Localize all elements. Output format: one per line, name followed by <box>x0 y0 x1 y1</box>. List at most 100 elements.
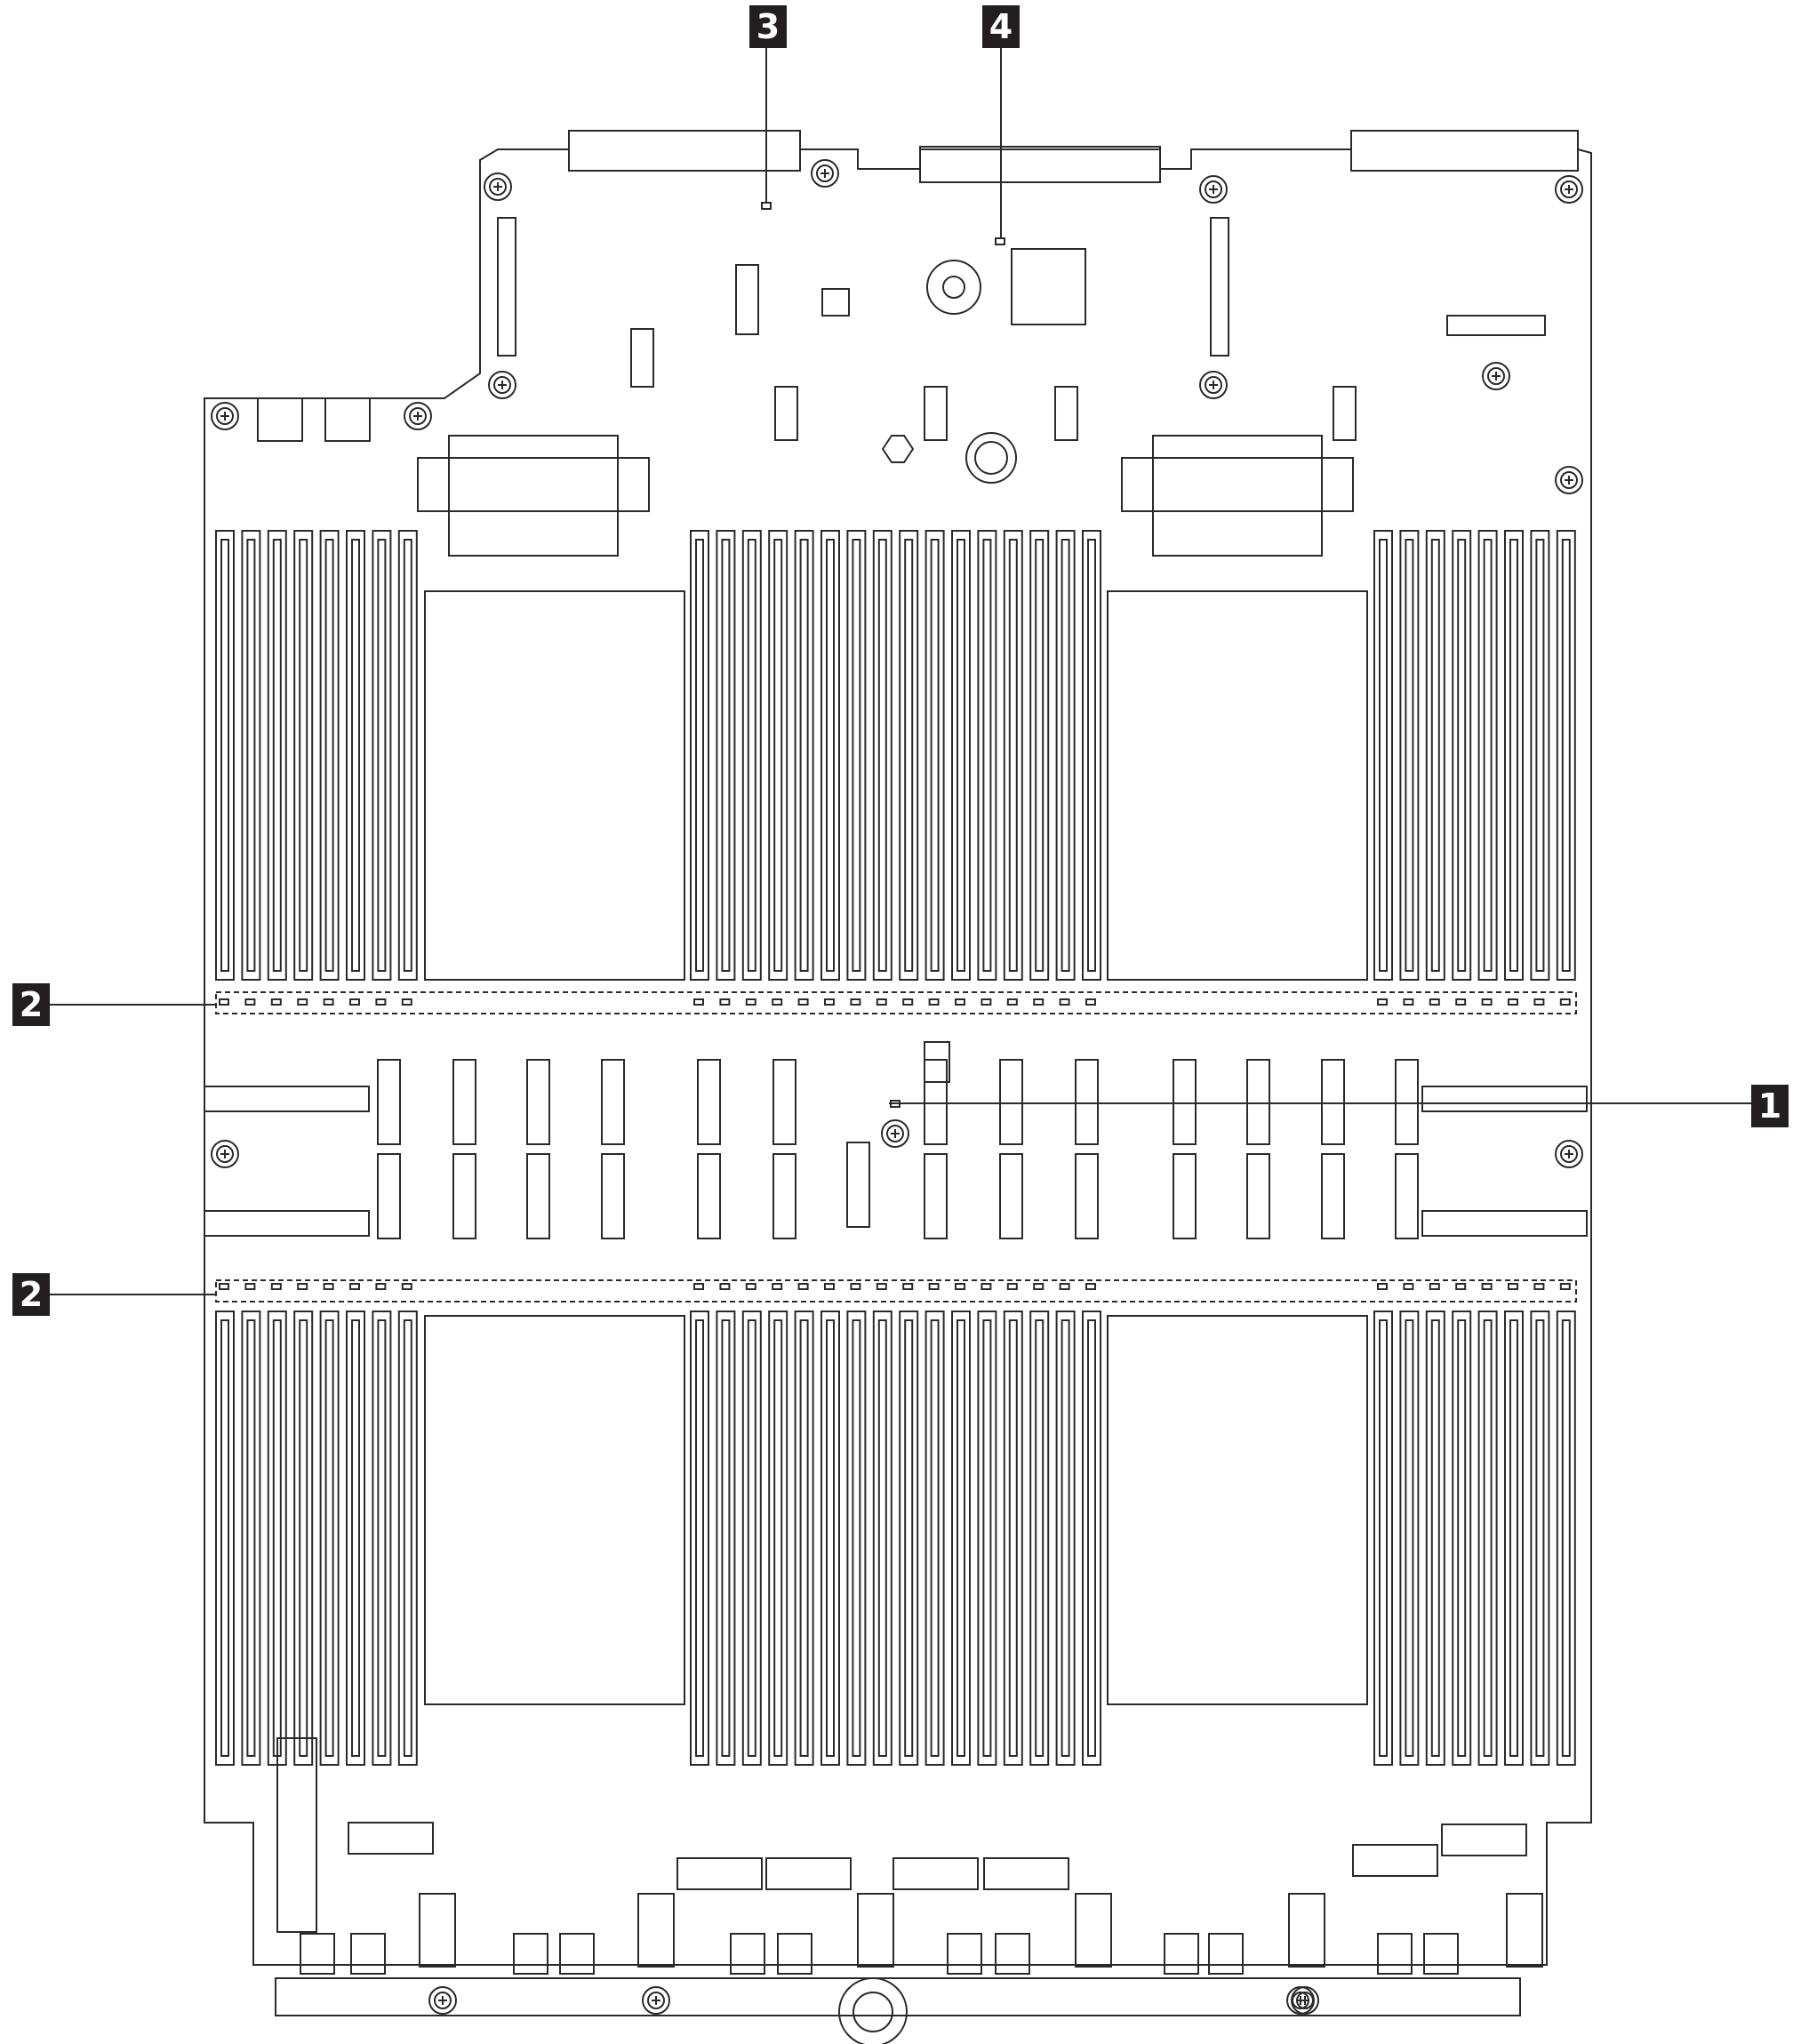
dimm-slot-keyway <box>877 1319 887 1757</box>
callout-2b: 2 <box>12 1273 50 1316</box>
dimm-slot <box>716 1311 736 1766</box>
dimm-error-led <box>1429 1283 1440 1290</box>
screw-inner <box>886 1125 904 1142</box>
dimm-slot <box>1029 1311 1050 1766</box>
screw-outer <box>484 172 512 201</box>
dimm-error-led <box>745 998 756 1006</box>
dimm-error-led <box>745 1283 756 1290</box>
dimm-error-led <box>1533 1283 1545 1290</box>
fan-connector <box>1423 1933 1459 1975</box>
dimm-slot <box>1003 1311 1023 1766</box>
dimm-error-led <box>219 1283 229 1290</box>
mcio-connector <box>999 1059 1023 1145</box>
dimm-slot <box>241 1311 261 1766</box>
dimm-error-led <box>955 998 965 1006</box>
dimm-error-led <box>797 1283 809 1290</box>
dimm-slot-keyway <box>403 1319 412 1757</box>
chip <box>1011 248 1086 325</box>
dimm-slot <box>951 530 971 981</box>
dimm-slot-keyway <box>1457 1319 1467 1757</box>
dimm-error-led <box>323 998 334 1006</box>
dimm-error-led <box>693 998 704 1006</box>
dimm-error-led <box>375 1283 387 1290</box>
processor-heatsink-area <box>1107 590 1368 981</box>
dimm-error-led <box>323 1283 334 1290</box>
dimm-slot <box>1452 1311 1472 1766</box>
fan-power-connector <box>1506 1893 1543 1968</box>
mcio-connector <box>377 1153 401 1239</box>
dimm-slot-keyway <box>299 539 308 972</box>
mcio-connector <box>1321 1059 1345 1145</box>
dimm-error-led <box>1085 998 1096 1006</box>
dimm-slot <box>951 1311 971 1766</box>
dimm-slot <box>820 1311 840 1766</box>
screw-outer <box>428 1986 457 2015</box>
screw-outer <box>1199 371 1228 399</box>
dimm-slot-keyway <box>246 1319 256 1757</box>
dimm-slot-keyway <box>721 539 731 972</box>
mounting-screw <box>1291 1986 1319 2015</box>
dimm-slot <box>1530 1311 1550 1766</box>
screw-outer <box>1291 1986 1319 2015</box>
screw-outer <box>1555 1140 1583 1168</box>
dimm-error-led <box>928 998 940 1006</box>
dimm-error-led <box>1006 998 1018 1006</box>
dimm-slot-keyway <box>1535 539 1545 972</box>
connector <box>735 264 759 335</box>
mcio-connector <box>1395 1059 1419 1145</box>
dimm-error-led <box>1559 1283 1571 1290</box>
dimm-error-led <box>1085 1283 1096 1290</box>
fan-hub <box>926 260 981 315</box>
fan-power-connector <box>1075 1893 1112 1968</box>
mcio-connector <box>452 1153 476 1239</box>
fan-connector <box>1164 1933 1199 1975</box>
rear-connector <box>1350 130 1579 172</box>
dimm-error-led <box>876 998 887 1006</box>
fan-connector <box>350 1933 386 1975</box>
mcio-connector <box>697 1059 721 1145</box>
mounting-screw <box>881 1119 909 1148</box>
dimm-slot-keyway <box>904 539 914 972</box>
fan-connector <box>730 1933 765 1975</box>
dimm-slot-keyway <box>747 539 756 972</box>
dimm-slot <box>1452 530 1472 981</box>
mcio-connector <box>1173 1059 1197 1145</box>
mounting-screw <box>488 371 516 399</box>
dimm-slot <box>899 1311 919 1766</box>
dimm-slot-keyway <box>324 539 334 972</box>
dimm-error-led <box>1455 998 1467 1006</box>
mcio-connector <box>1246 1059 1270 1145</box>
cmos-battery <box>965 432 1017 484</box>
callout-2a: 2 <box>12 983 50 1026</box>
dimm-slot-keyway <box>220 539 229 972</box>
dimm-error-led <box>1455 1283 1467 1290</box>
dimm-slot-keyway <box>773 1319 783 1757</box>
connector <box>924 1041 950 1083</box>
fan-connector <box>1208 1933 1244 1975</box>
slimsas-connector <box>1441 1824 1527 1856</box>
dimm-slot <box>293 530 314 981</box>
dimm-slot <box>977 530 997 981</box>
mounting-screw <box>642 1986 670 2015</box>
mcio-connector <box>697 1153 721 1239</box>
fan-connector <box>777 1933 812 1975</box>
dimm-slot <box>372 1311 392 1766</box>
dimm-error-led <box>902 1283 914 1290</box>
dimm-error-led <box>1481 1283 1493 1290</box>
mounting-screw <box>1199 371 1228 399</box>
dimm-error-led <box>719 1283 731 1290</box>
dimm-slot-keyway <box>826 1319 835 1757</box>
cpu-socket-bracket <box>448 435 619 557</box>
screw-inner <box>1560 471 1578 489</box>
mounting-screw <box>1555 1140 1583 1168</box>
dimm-error-led <box>955 1283 965 1290</box>
dimm-slot <box>716 530 736 981</box>
dimm-slot <box>741 1311 762 1766</box>
bracket <box>276 1737 317 1933</box>
dimm-error-led <box>1403 1283 1414 1290</box>
dimm-slot-keyway <box>930 539 940 972</box>
fan-connector <box>995 1933 1030 1975</box>
dimm-error-led <box>349 1283 360 1290</box>
dimm-slot-keyway <box>351 1319 360 1757</box>
